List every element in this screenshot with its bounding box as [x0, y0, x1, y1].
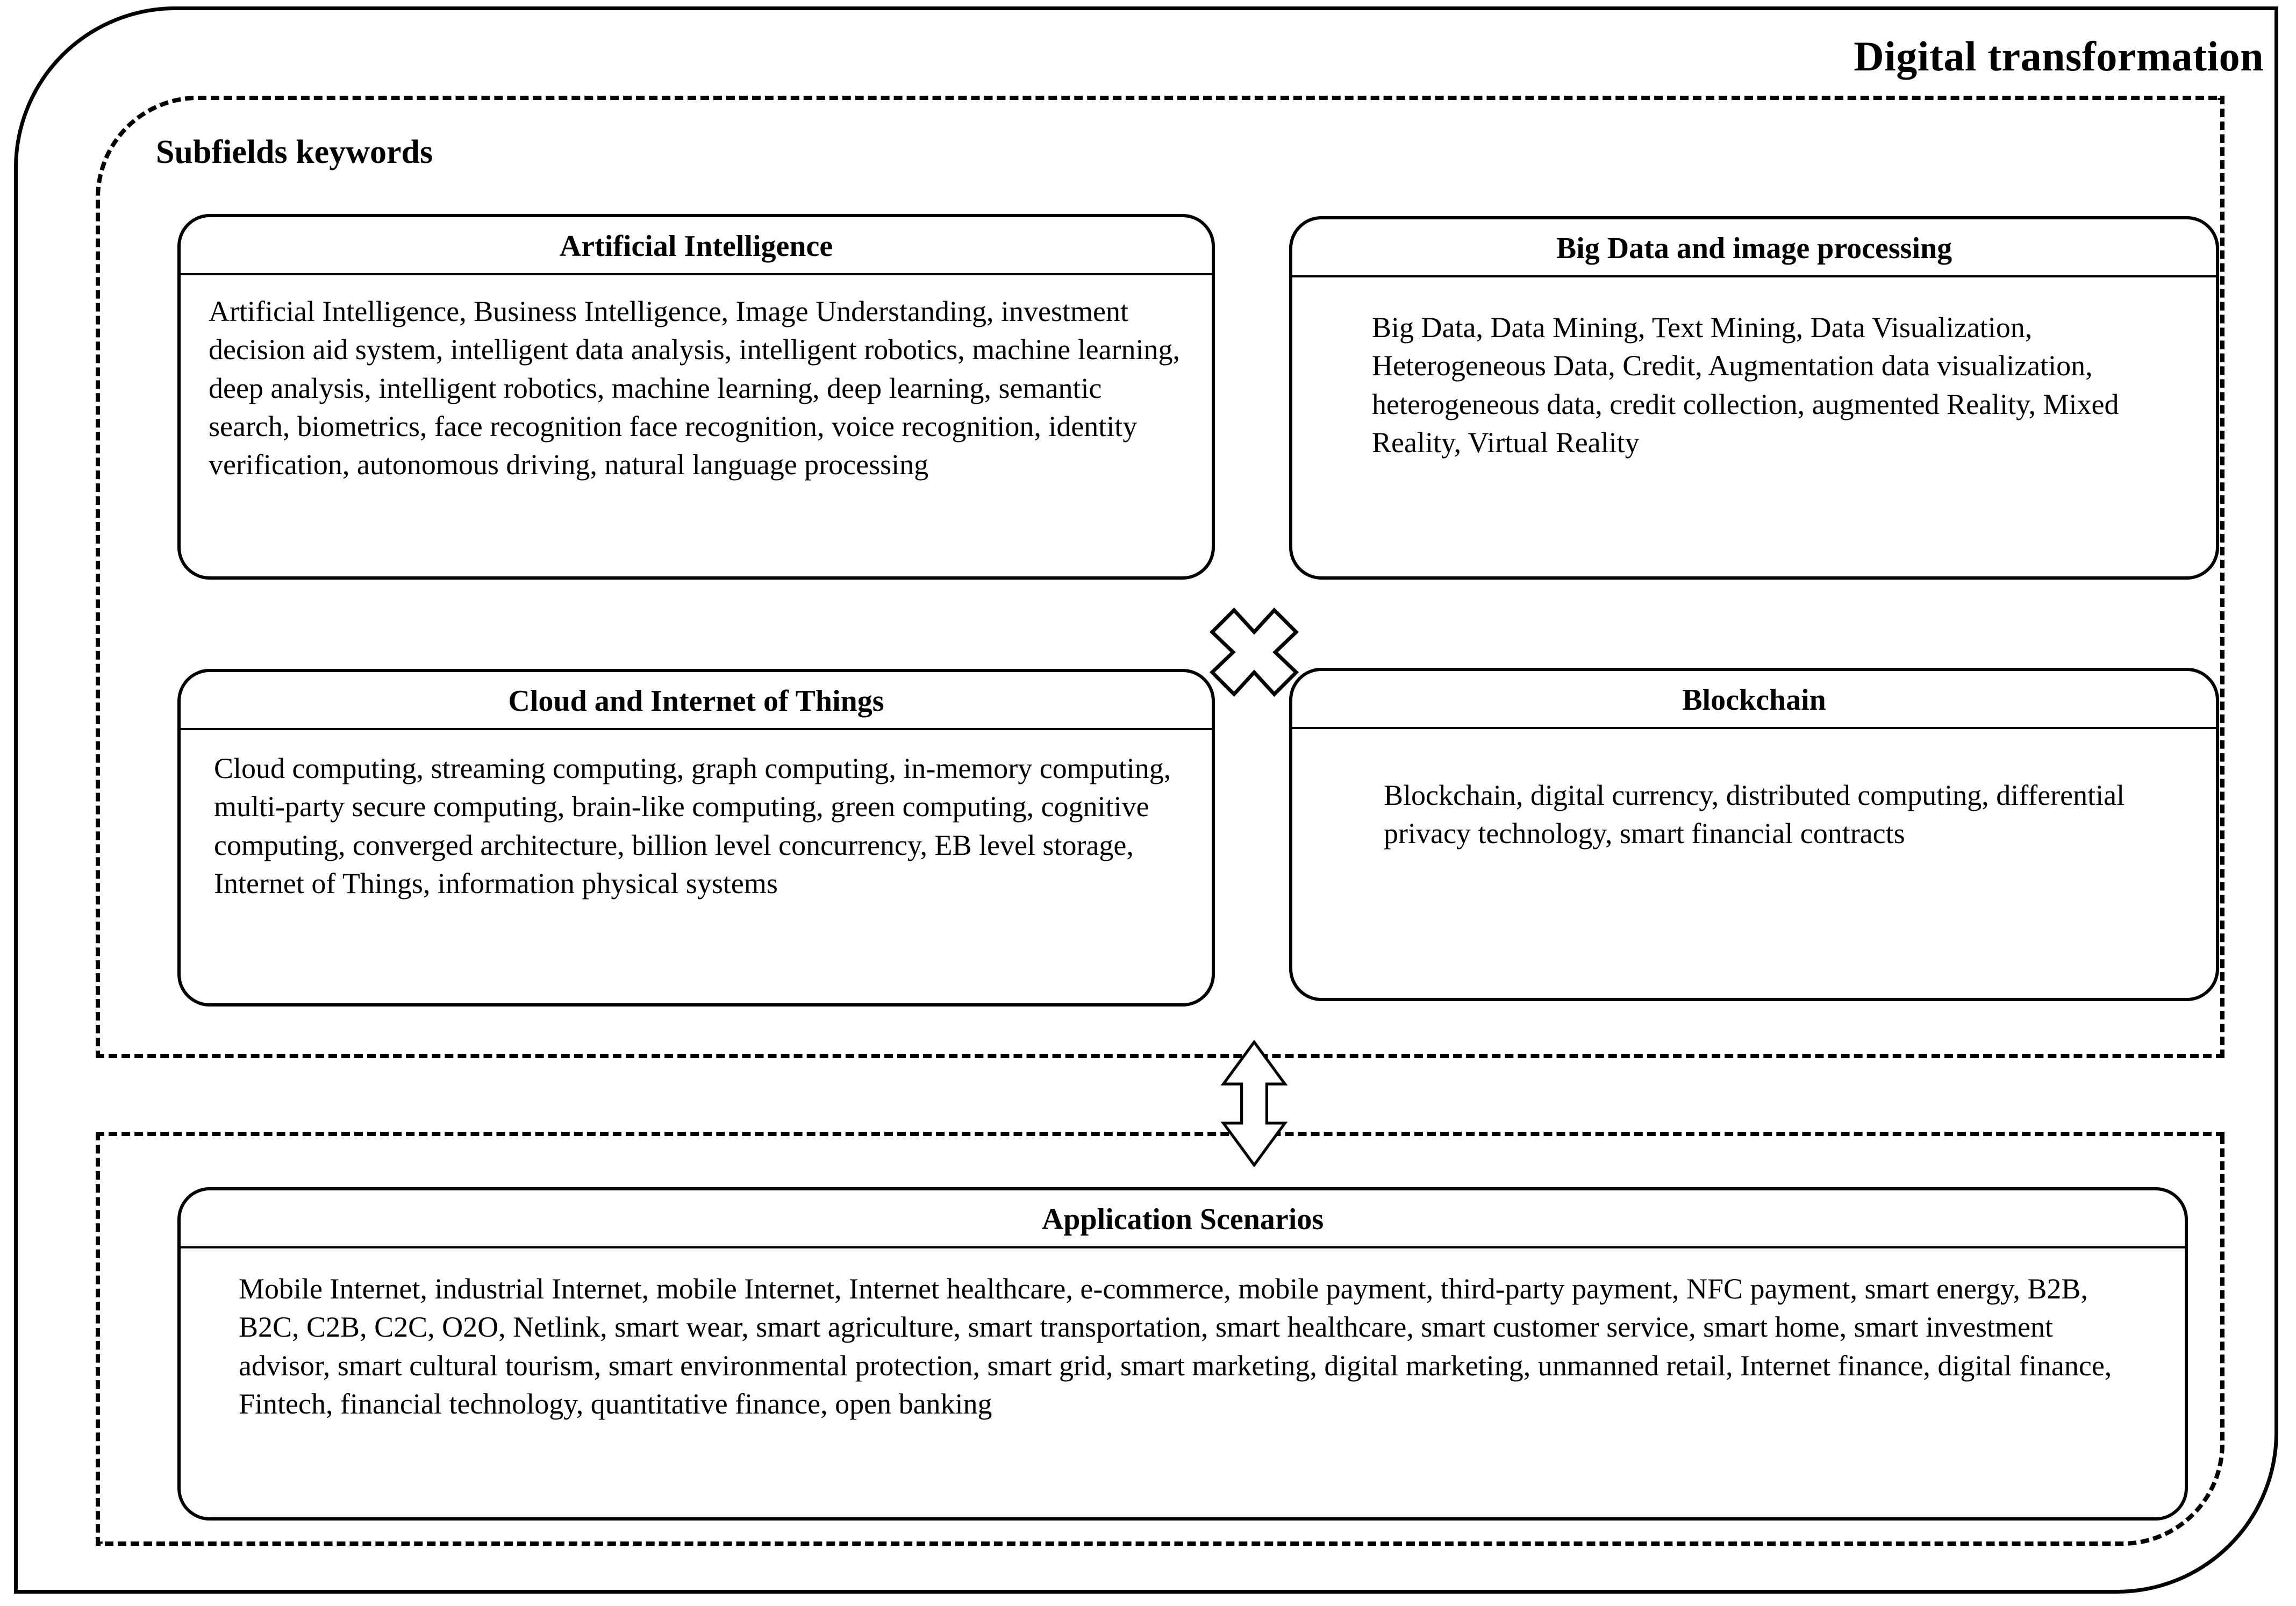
card-divider — [1292, 727, 2216, 729]
card-application-scenarios[interactable]: Application Scenarios Mobile Internet, i… — [177, 1187, 2188, 1521]
card-body-artificial-intelligence: Artificial Intelligence, Business Intell… — [209, 295, 1181, 481]
card-divider — [181, 728, 1212, 730]
card-divider — [181, 1246, 2185, 1248]
card-title-cloud-and-internet-of-things: Cloud and Internet of Things — [508, 684, 884, 718]
card-body-blockchain: Blockchain, digital currency, distribute… — [1384, 779, 2125, 850]
region-subfields-label: Subfields keywords — [156, 134, 433, 170]
card-cloud-and-internet-of-things[interactable]: Cloud and Internet of Things Cloud compu… — [177, 669, 1215, 1007]
card-body-cloud-and-internet-of-things: Cloud computing, streaming computing, gr… — [214, 752, 1171, 900]
region-application-scenarios — [96, 1132, 2225, 1546]
card-title-big-data-and-image-processing: Big Data and image processing — [1556, 232, 1952, 265]
card-blockchain[interactable]: Blockchain Blockchain, digital currency,… — [1289, 668, 2219, 1001]
outer-frame-digital-transformation — [14, 6, 2278, 1594]
card-big-data-and-image-processing[interactable]: Big Data and image processing Big Data, … — [1289, 216, 2219, 580]
double-arrow-vertical-icon — [1219, 1039, 1289, 1168]
card-body-big-data-and-image-processing: Big Data, Data Mining, Text Mining, Data… — [1372, 311, 2119, 459]
card-body-application-scenarios: Mobile Internet, industrial Internet, mo… — [239, 1273, 2112, 1420]
cross-connector-icon — [1208, 606, 1300, 698]
card-title-artificial-intelligence: Artificial Intelligence — [559, 230, 833, 263]
card-title-blockchain: Blockchain — [1682, 683, 1826, 717]
card-divider — [1292, 275, 2216, 277]
region-subfields-keywords — [96, 96, 2225, 1058]
card-artificial-intelligence[interactable]: Artificial Intelligence Artificial Intel… — [177, 214, 1215, 580]
card-title-application-scenarios: Application Scenarios — [1041, 1203, 1324, 1236]
page-title: Digital transformation — [1854, 33, 2264, 80]
card-divider — [181, 273, 1212, 275]
